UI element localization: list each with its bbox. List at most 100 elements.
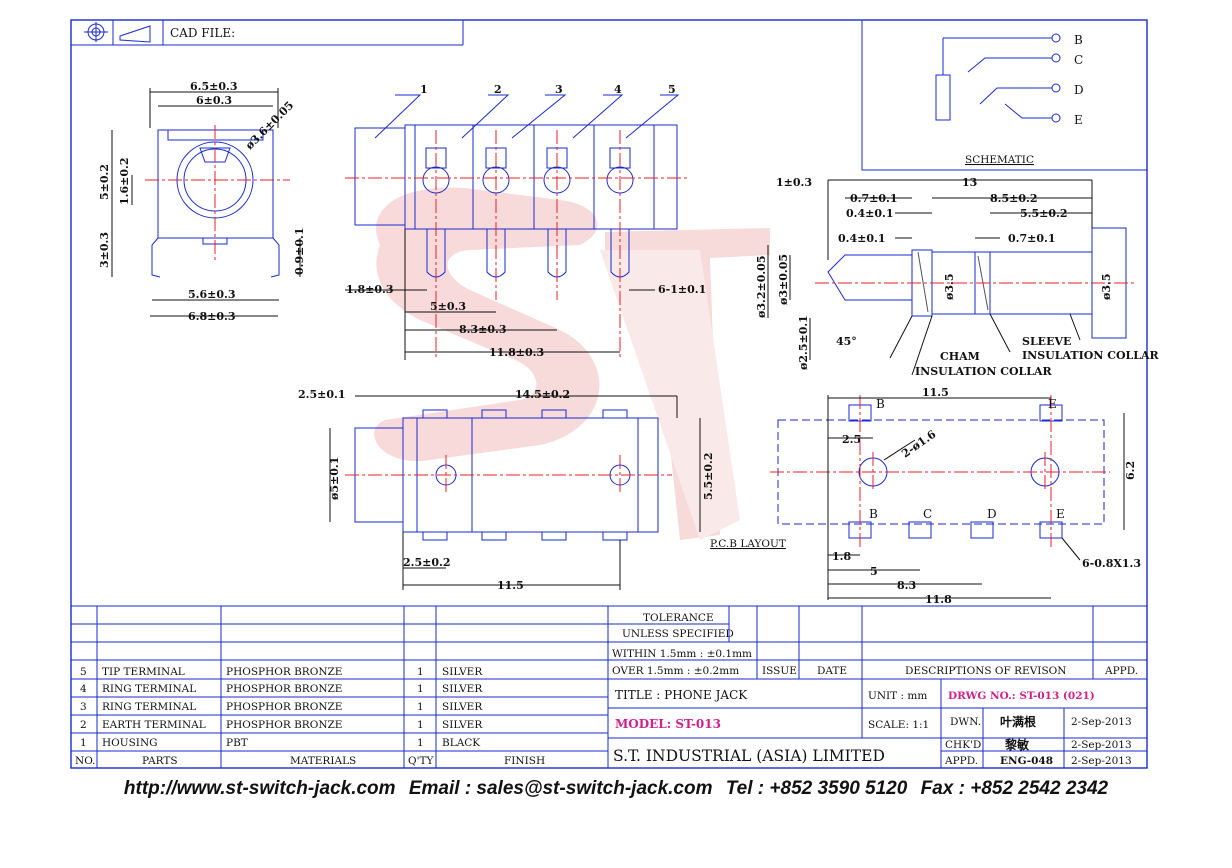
pcb-dim-lines [827, 395, 1125, 600]
front-dim-leg-span: 5.6±0.3 [188, 288, 236, 301]
bottom-dim-55: 5.5±0.2 [702, 453, 715, 501]
row-1-material: PBT [226, 737, 248, 749]
side-callout-3: 3 [555, 83, 563, 96]
row-4-qty: 1 [417, 683, 424, 695]
date-header: DATE [817, 665, 847, 677]
bottom-dim-115: 11.5 [497, 579, 524, 592]
side-dim-8-3: 8.3±0.3 [459, 323, 507, 336]
pcb-dim-83: 8.3 [897, 579, 916, 592]
appd-header: APPD. [1104, 665, 1138, 677]
pcb-dim-pads: 6-0.8X1.3 [1082, 557, 1141, 570]
pcb-dim-115: 11.5 [922, 386, 949, 399]
chkd-name: 黎敏 [1005, 737, 1030, 752]
row-2-qty: 1 [417, 719, 424, 731]
row-5-qty: 1 [417, 666, 424, 678]
pcb-pad-d: D [987, 507, 997, 521]
plug-dim-d25: ø2.5±0.1 [797, 315, 810, 370]
schematic-pin-e: E [1074, 113, 1083, 127]
side-dim-5: 5±0.3 [430, 300, 466, 313]
parts-table-header: NO. PARTS MATERIALS Q'TY FINISH [75, 755, 545, 767]
bottom-view-centerlines [345, 455, 672, 495]
side-dim-pin-size: 6-1±0.1 [658, 283, 706, 296]
tolerance-title: TOLERANCE [643, 612, 714, 624]
model-label: MODEL: ST-013 [615, 717, 721, 731]
appd-label: APPD. [944, 755, 978, 767]
row-3-finish: SILVER [442, 701, 483, 713]
row-2-part: EARTH TERMINAL [102, 719, 206, 731]
header-no: NO. [75, 755, 96, 767]
parts-table-grid [71, 605, 1147, 768]
row-2-no: 2 [80, 719, 87, 731]
pcb-pad-b-top: B [876, 397, 885, 411]
contact-footer: http://www.st-switch-jack.com Email : sa… [0, 778, 1232, 800]
plug-dim-13: 13 [962, 176, 977, 189]
plug-dim-55: 5.5±0.2 [1020, 207, 1068, 220]
plug-dim-1: 1±0.3 [776, 176, 812, 189]
cad-file-label: CAD FILE: [170, 26, 235, 40]
front-dim-offset: 1.6±0.2 [118, 158, 131, 206]
row-1-part: HOUSING [102, 737, 158, 749]
tolerance-subtitle: UNLESS SPECIFIED [622, 628, 734, 640]
company-name: S.T. INDUSTRIAL (ASIA) LIMITED [613, 747, 885, 765]
side-callout-5: 5 [668, 83, 676, 96]
row-5-material: PHOSPHOR BRONZE [226, 666, 342, 678]
website-link[interactable]: http://www.st-switch-jack.com [123, 778, 396, 799]
pcb-dim-25: 2.5 [842, 433, 861, 446]
dwn-date: 2-Sep-2013 [1071, 716, 1132, 728]
drawing-title: TITLE : PHONE JACK [615, 688, 748, 702]
pcb-pad-c: C [923, 507, 932, 521]
pcb-pad-e-top: E [1048, 397, 1057, 411]
side-callout-1: 1 [420, 83, 428, 96]
header-materials: MATERIALS [290, 755, 356, 767]
st-watermark [374, 187, 770, 540]
row-3-material: PHOSPHOR BRONZE [226, 701, 342, 713]
pcb-title: P.C.B LAYOUT [710, 538, 786, 550]
fax-text: Fax : +852 2542 2342 [920, 778, 1109, 799]
tolerance-within: WITHIN 1.5mm : ±0.1mm [612, 648, 752, 660]
side-dim-11-8: 11.8±0.3 [489, 346, 544, 359]
schematic-box [861, 19, 1148, 171]
plug-label-cham: CHAM [940, 350, 980, 363]
front-dim-width-outer: 6.5±0.3 [190, 80, 238, 93]
chkd-label: CHK'D [945, 739, 981, 751]
pcb-dim-18: 1.8 [832, 550, 851, 563]
telephone-text: Tel : +852 3590 5120 [725, 778, 908, 799]
row-5-part: TIP TERMINAL [102, 666, 185, 678]
row-3-no: 3 [80, 701, 87, 713]
row-4-finish: SILVER [442, 683, 483, 695]
row-2-material: PHOSPHOR BRONZE [226, 719, 342, 731]
row-5-no: 5 [80, 666, 87, 678]
appd-date: 2-Sep-2013 [1071, 755, 1132, 767]
plug-dim-d35a: ø3.5 [943, 274, 956, 300]
header [71, 20, 464, 46]
plug-dim-07a: 0.7±0.1 [850, 192, 898, 205]
pcb-dim-62: 6.2 [1124, 461, 1137, 480]
front-view-dim-lines [111, 91, 301, 317]
row-1-no: 1 [80, 737, 87, 749]
issue-header: ISSUE [762, 665, 797, 677]
plug-dim-85: 8.5±0.2 [990, 192, 1038, 205]
sheet-border [70, 19, 1148, 769]
email-link[interactable]: Email : sales@st-switch-jack.com [408, 778, 713, 799]
bottom-view-dim-lines [329, 395, 701, 590]
plug-label-insulation-collar-2: INSULATION COLLAR [1022, 349, 1160, 362]
pcb-pad-b-bottom: B [869, 507, 878, 521]
row-4-part: RING TERMINAL [102, 683, 196, 695]
plug-dim-d35b: ø3.5 [1100, 274, 1113, 300]
schematic-pin-c: C [1074, 53, 1083, 67]
plug-label-insulation-collar-1: INSULATION COLLAR [915, 365, 1053, 378]
plug-dim-d32: ø3.2±0.05 [755, 256, 768, 318]
bottom-dim-25: 2.5±0.1 [298, 388, 346, 401]
side-callout-2: 2 [494, 83, 502, 96]
scale-label: SCALE: 1:1 [868, 719, 929, 731]
side-view-dim-lines [345, 229, 655, 360]
tolerance-over: OVER 1.5mm : ±0.2mm [612, 665, 739, 677]
pcb-dim-5: 5 [870, 565, 878, 578]
appd-name: ENG-048 [1000, 755, 1053, 767]
header-qty: Q'TY [408, 755, 434, 767]
parts-table-rows: 5 TIP TERMINAL PHOSPHOR BRONZE 1 SILVER … [80, 666, 483, 749]
drawing-number: DRWG NO.: ST-013 (021) [948, 690, 1095, 702]
schematic-pin-b: B [1074, 33, 1083, 47]
row-2-finish: SILVER [442, 719, 483, 731]
